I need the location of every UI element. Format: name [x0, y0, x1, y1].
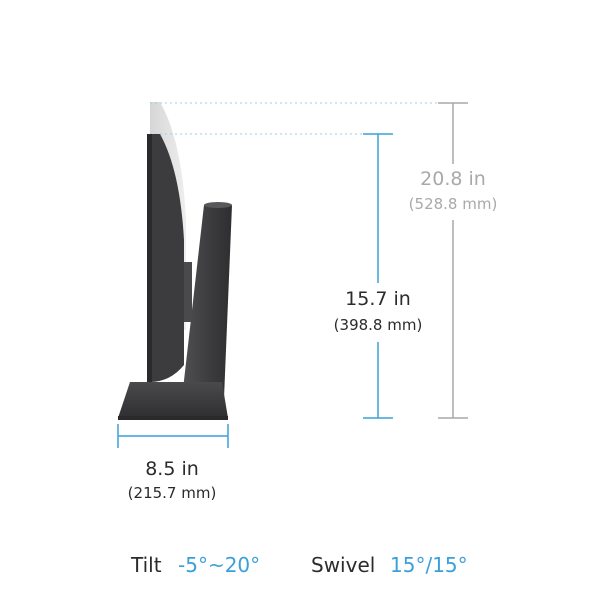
stand-neck — [182, 205, 232, 398]
max-height-value: 20.8 in — [420, 168, 486, 190]
swivel-value: 15°/15° — [390, 553, 468, 577]
max-height-metric: (528.8 mm) — [408, 195, 498, 213]
base-depth-measure — [117, 424, 229, 448]
max-height-measure — [438, 102, 468, 419]
base-depth-metric: (215.7 mm) — [127, 484, 217, 502]
monitor-side-view — [147, 134, 192, 382]
min-height-measure — [363, 133, 393, 419]
swivel-label: Swivel — [311, 553, 376, 577]
min-height-metric: (398.8 mm) — [333, 316, 423, 334]
tilt-label: Tilt — [131, 553, 162, 577]
base-depth-value: 8.5 in — [145, 458, 199, 480]
tilt-value: -5°~20° — [178, 553, 261, 577]
min-height-value: 15.7 in — [345, 288, 411, 310]
stand-base — [118, 382, 228, 420]
